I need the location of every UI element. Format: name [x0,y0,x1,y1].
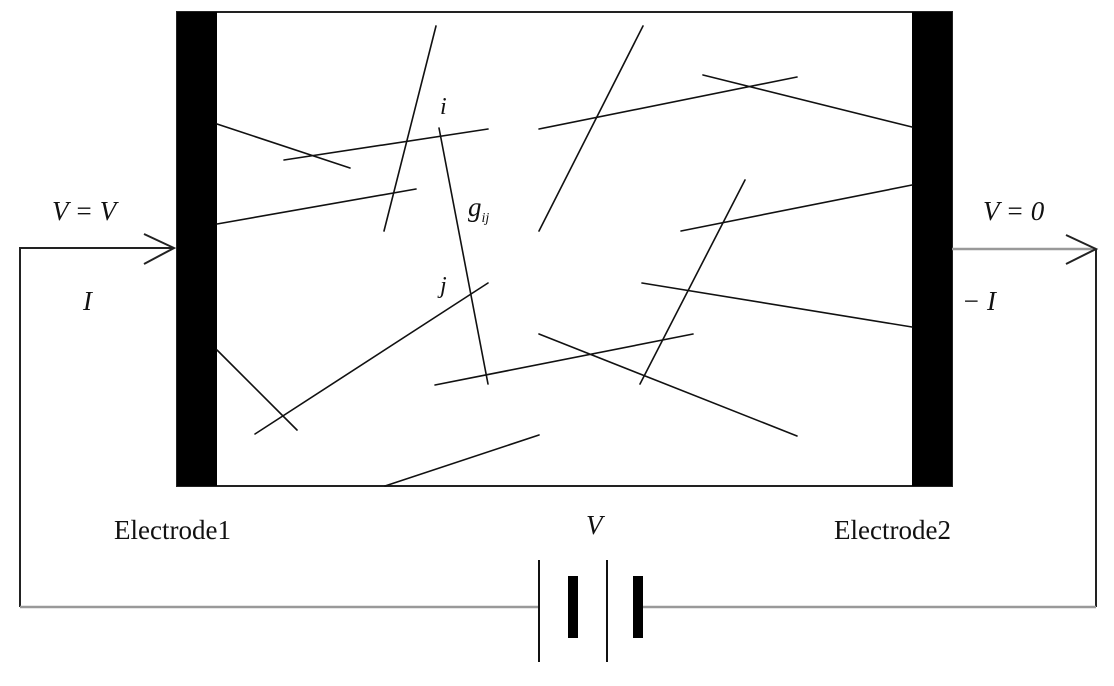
nanowire [639,179,746,385]
node-i-label: i [440,94,447,120]
nanowire [702,74,913,128]
external-circuit [19,233,1099,609]
right-potential-label: V = 0 [983,196,1045,226]
left-current-label: I [82,286,94,316]
nanowire [538,76,798,130]
nanowire-network [216,25,913,487]
nanowire [383,25,437,232]
left-potential-label: V = V [52,196,120,226]
nanowire [538,333,798,437]
electrode-1-bar [177,12,217,486]
conductance-label: gij [468,192,489,226]
nanowire [384,434,540,487]
electrode-2-bar [912,12,952,486]
conductance-subscript: ij [482,211,490,226]
battery-voltage-label: V [586,510,606,540]
nanowire [538,25,644,232]
nanowire [641,282,913,328]
nanowire-ij [438,127,489,385]
wire-left-vertical [19,247,174,607]
nanowire [216,123,351,169]
electrode-2-label: Electrode2 [834,515,951,545]
battery-symbol-icon [538,560,643,662]
battery-plate-thick-1 [568,576,578,638]
nanowire [680,184,913,232]
battery-plate-thick-2 [633,576,643,638]
nanowire [434,333,694,386]
nanowire [283,128,489,161]
arrow-left-head-icon [143,233,177,265]
node-j-label: j [437,273,447,299]
nanowire [216,349,298,431]
nanowire [254,282,489,435]
nanowire [216,188,417,225]
conductance-symbol: g [468,192,482,222]
electrode-1-label: Electrode1 [114,515,231,545]
right-current-label: − I [962,286,998,316]
sample-region-outline [176,11,953,487]
